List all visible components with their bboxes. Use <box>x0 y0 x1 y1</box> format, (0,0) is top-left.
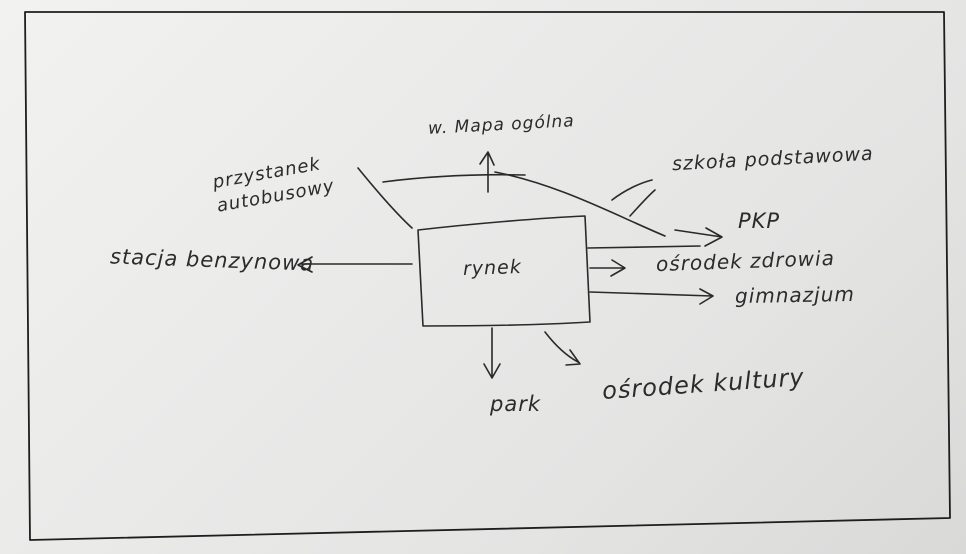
pkp-connector <box>494 171 666 237</box>
arrow-to-health <box>589 259 626 277</box>
bus-stop-connector <box>357 167 413 229</box>
pkp-arrow <box>674 227 723 247</box>
park-label: park <box>490 392 541 416</box>
top-line <box>382 173 526 183</box>
arrow-to-gym <box>589 288 714 305</box>
arrow-to-park <box>483 327 501 379</box>
gym-label: gimnazjum <box>734 281 856 309</box>
pkp-label: PKP <box>738 209 781 233</box>
line-upper <box>587 245 701 249</box>
arrow-to-culture <box>544 331 581 366</box>
up-arrow <box>479 151 495 193</box>
health-center-label: ośrodek zdrowia <box>655 245 836 277</box>
center-label: rynek <box>462 255 523 281</box>
frame-border <box>24 11 951 541</box>
school-connector <box>611 179 656 217</box>
center-box <box>417 215 591 327</box>
left-arrow <box>297 256 413 273</box>
